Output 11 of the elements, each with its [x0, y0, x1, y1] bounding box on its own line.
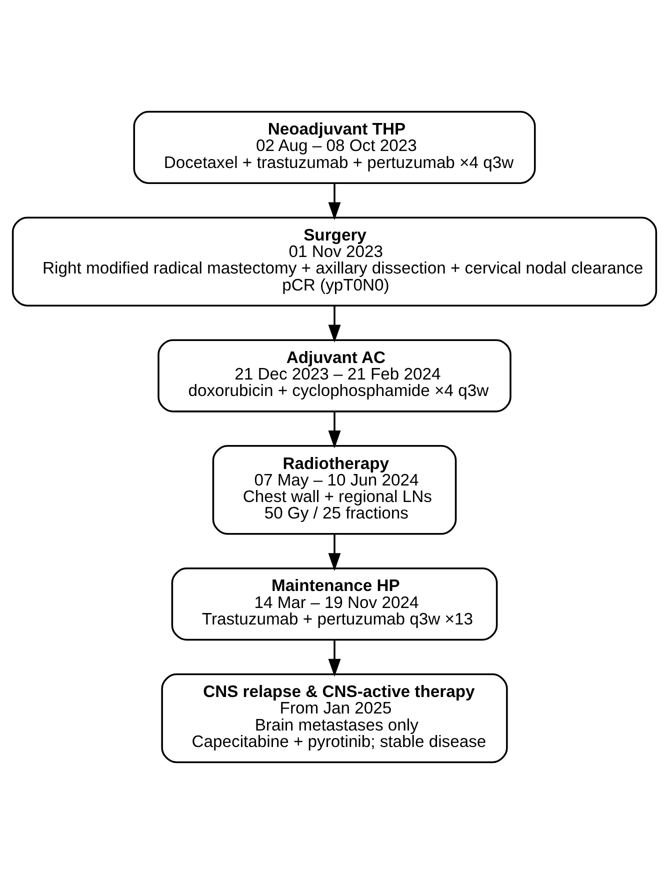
node-box: Maintenance HP 14 Mar – 19 Nov 2024 Trastuzumab + pertuzumab q3w ×13: [171, 568, 498, 641]
node-box: Adjuvant AC 21 Dec 2023 – 21 Feb 2024 doxorubicin + cyclophosphamide ×4 q3w: [158, 339, 512, 412]
node-box: Radiotherapy 07 May – 10 Jun 2024 Chest wall + regional LNs 50 Gy / 25 fractions: [212, 445, 457, 535]
arrow: [328, 306, 341, 343]
arrow: [328, 412, 341, 448]
arrow: [328, 640, 341, 677]
node-box: Neoadjuvant THP 02 Aug – 08 Oct 2023 Docetaxel + trastuzumab + pertuzumab ×4 q3w: [133, 110, 536, 184]
node-box: Surgery 01 Nov 2023 Right modified radical mastectomy + axillary dissection + cervical nodal clearance pCR (ypT0N0): [12, 216, 658, 306]
node-box: CNS relapse & CNS-active therapy From Jan 2025 Brain metastases only Capecitabine + pyrotinib; stable disease: [161, 673, 508, 764]
arrow: [328, 183, 341, 220]
arrow: [328, 534, 341, 571]
